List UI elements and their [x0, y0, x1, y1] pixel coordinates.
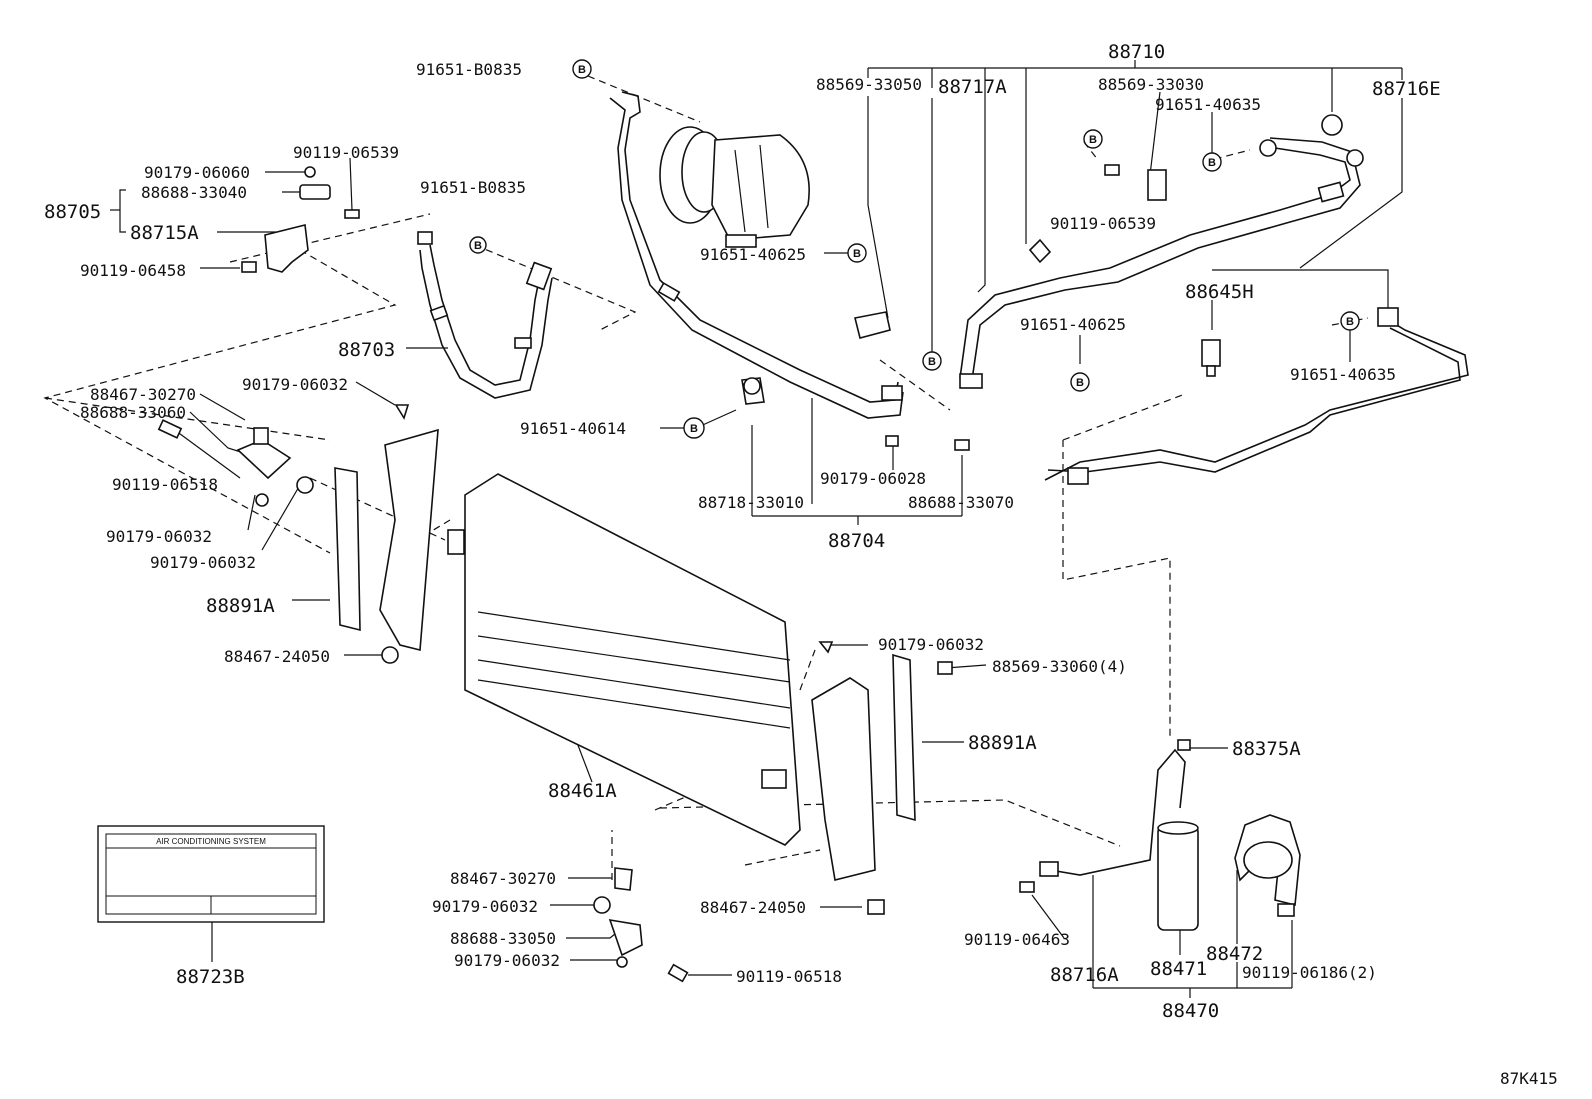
part-label: 90179-06032 — [878, 635, 984, 654]
label-card-title: AIR CONDITIONING SYSTEM — [156, 837, 266, 846]
discharge-hose — [609, 91, 904, 419]
part-label: 91651-40625 — [700, 245, 806, 264]
svg-text:B: B — [853, 248, 861, 260]
part-label: 88710 — [1108, 41, 1165, 63]
bracket-88472 — [1234, 814, 1301, 907]
suction-tube-88717a — [959, 137, 1364, 389]
left-bracket-88891a — [334, 428, 439, 652]
part-label: 90179-06028 — [820, 469, 926, 488]
part-label: 88716E — [1372, 78, 1441, 100]
part-label: 88715A — [130, 222, 199, 244]
part-label: 90179-06032 — [242, 375, 348, 394]
part-label: 91651-40635 — [1290, 365, 1396, 384]
part-label: 88705 — [44, 201, 101, 223]
right-bracket-88891a — [811, 653, 916, 881]
svg-text:B: B — [474, 240, 482, 252]
part-label: 88718-33010 — [698, 493, 804, 512]
receiver-dryer-88471 — [1039, 739, 1199, 931]
part-label: 88569-33050 — [816, 75, 922, 94]
part-label: 88703 — [338, 339, 395, 361]
part-label: 88688-33070 — [908, 493, 1014, 512]
bolt-symbol: B — [469, 236, 487, 254]
part-label: 90119-06539 — [1050, 214, 1156, 233]
bolt-symbol: B — [1202, 152, 1222, 172]
bolt-symbol: B — [572, 59, 592, 79]
part-label: 88891A — [968, 732, 1037, 754]
svg-text:B: B — [1208, 157, 1216, 169]
part-label: 88467-24050 — [224, 647, 330, 666]
part-label: 90119-06539 — [293, 143, 399, 162]
part-label: 88891A — [206, 595, 275, 617]
part-label: 91651-B0835 — [420, 178, 526, 197]
bolt-symbol: B — [1070, 372, 1090, 392]
part-label: 88472 — [1206, 943, 1263, 965]
part-label: 88470 — [1162, 1000, 1219, 1022]
part-label: 90119-06458 — [80, 261, 186, 280]
part-label: 88569-33030 — [1098, 75, 1204, 94]
part-label: 90119-06186(2) — [1242, 963, 1377, 982]
part-label: 88375A — [1232, 738, 1301, 760]
svg-text:B: B — [928, 356, 936, 368]
bolt-symbol: B — [683, 417, 705, 439]
svg-text:B: B — [690, 423, 698, 435]
diagram-id: 87K415 — [1500, 1069, 1558, 1088]
part-label: 91651-40614 — [520, 419, 626, 438]
part-label: 88569-33060(4) — [992, 657, 1127, 676]
pressure-switch-88645h — [1201, 339, 1221, 377]
bolt-symbol: B — [847, 243, 867, 263]
part-label: 88704 — [828, 530, 885, 552]
part-label: 88688-33050 — [450, 929, 556, 948]
part-label: 88645H — [1185, 281, 1254, 303]
liquid-tube-88716e — [1044, 307, 1469, 485]
part-label: 90119-06463 — [964, 930, 1070, 949]
bolt-symbols: B B B B B B B B B — [469, 59, 1360, 439]
part-label: 91651-B0835 — [416, 60, 522, 79]
bolt-symbol: B — [922, 351, 942, 371]
svg-text:B: B — [1076, 377, 1084, 389]
part-label: 88461A — [548, 780, 617, 802]
part-label: 88688-33060 — [80, 403, 186, 422]
svg-text:B: B — [1346, 316, 1354, 328]
compressor — [659, 126, 810, 248]
part-label: 90179-06060 — [144, 163, 250, 182]
part-label: 90119-06518 — [112, 475, 218, 494]
part-label: 88467-30270 — [450, 869, 556, 888]
part-label: 91651-40625 — [1020, 315, 1126, 334]
condenser-88461a — [447, 473, 801, 846]
part-label: 88471 — [1150, 958, 1207, 980]
part-label: 91651-40635 — [1155, 95, 1261, 114]
hose-88703 — [417, 231, 553, 399]
part-label: 90179-06032 — [150, 553, 256, 572]
leader-lines — [110, 60, 1403, 998]
part-label: 90179-06032 — [106, 527, 212, 546]
part-label: 88716A — [1050, 964, 1119, 986]
fasteners — [157, 114, 1343, 983]
part-number-labels: 91651-B0835 88710 88569-33050 88717A 885… — [44, 41, 1558, 1088]
svg-text:B: B — [578, 64, 586, 76]
part-label: 88717A — [938, 76, 1007, 98]
part-label: 88723B — [176, 966, 245, 988]
part-label: 90179-06032 — [454, 951, 560, 970]
part-label: 88467-24050 — [700, 898, 806, 917]
part-label: 90179-06032 — [432, 897, 538, 916]
part-label: 90119-06518 — [736, 967, 842, 986]
svg-text:B: B — [1089, 134, 1097, 146]
part-label: 88467-30270 — [90, 385, 196, 404]
bolt-symbol: B — [1340, 311, 1360, 331]
part-label: 88688-33040 — [141, 183, 247, 202]
ac-label-card: AIR CONDITIONING SYSTEM — [97, 825, 325, 923]
bolt-symbol: B — [1083, 129, 1103, 149]
